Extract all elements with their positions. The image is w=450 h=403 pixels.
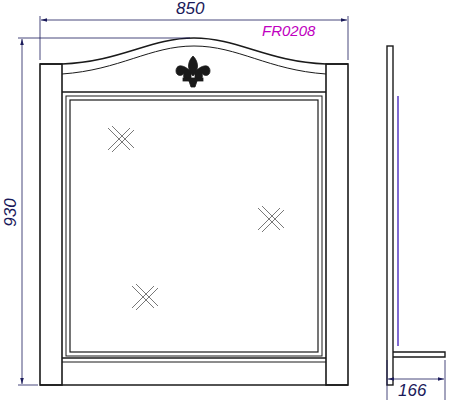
- fleur-ornament: [176, 56, 210, 87]
- glass-edge: [397, 96, 398, 346]
- side-view: [387, 46, 445, 385]
- dimension-depth: 166: [398, 382, 426, 399]
- dimension-width: 850: [176, 0, 204, 17]
- dimension-height: 930: [2, 198, 19, 226]
- front-view: [40, 38, 348, 385]
- dimension-lines: [18, 16, 445, 400]
- glass-sparkles: [108, 126, 284, 310]
- model-code: FR0208: [262, 23, 315, 38]
